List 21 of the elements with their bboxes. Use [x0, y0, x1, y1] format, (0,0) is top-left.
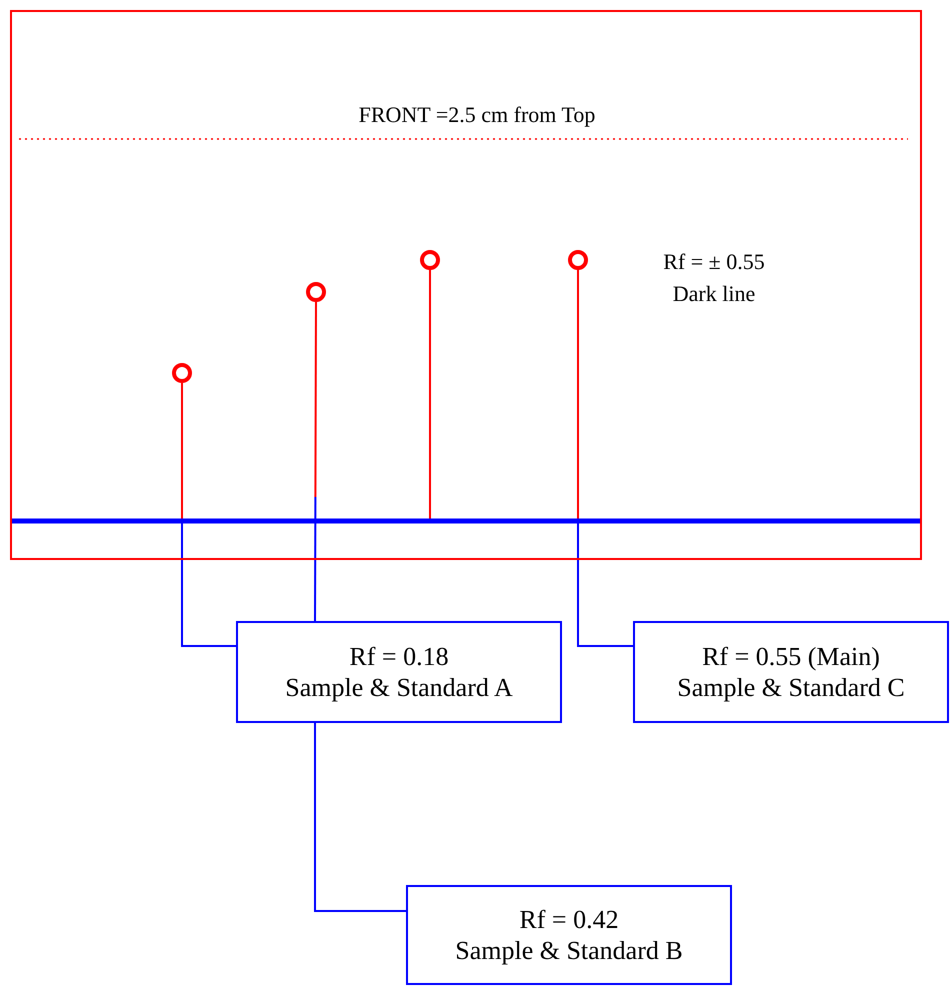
result-box	[406, 885, 732, 985]
leader-line	[577, 270, 633, 647]
sample-name: Sample & Standard A	[285, 672, 513, 704]
leader-line	[314, 723, 406, 912]
result-box	[236, 621, 562, 723]
solvent-front-label: FRONT =2.5 cm from Top	[358, 102, 596, 128]
rf-value: Rf = 0.55 (Main)	[702, 640, 880, 672]
spot-marker	[568, 250, 588, 270]
rf-value: Rf = 0.42	[519, 904, 619, 935]
leader-line	[181, 383, 236, 647]
plate-outline	[10, 10, 922, 560]
spot-note: Dark line	[672, 281, 756, 307]
leader-line	[314, 302, 317, 621]
rf-value: Rf = 0.18	[349, 640, 449, 672]
sample-name: Sample & Standard B	[455, 935, 683, 966]
spot-marker	[306, 282, 326, 302]
spot-marker	[420, 250, 440, 270]
spot-marker	[172, 363, 192, 383]
result-box	[633, 621, 949, 723]
spot-note: Rf = ± 0.55	[662, 249, 766, 275]
sample-name: Sample & Standard C	[677, 672, 905, 704]
